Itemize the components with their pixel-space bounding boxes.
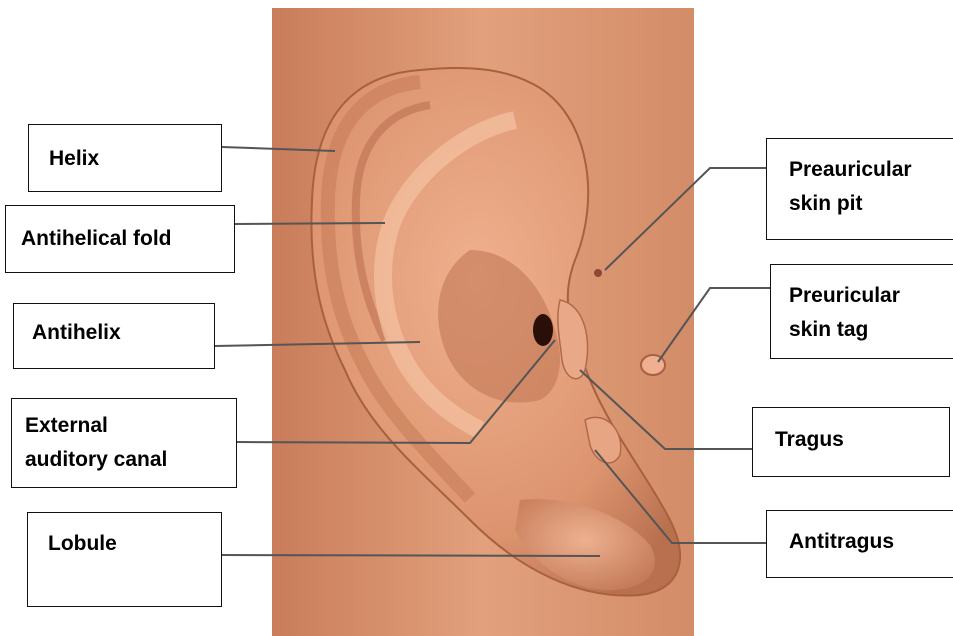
leader-antihelical-fold [235, 223, 385, 224]
label-antihelical-fold: Antihelical fold [5, 205, 235, 273]
label-preauricular-skin-tag: Preuricular skin tag [770, 264, 953, 359]
preauricular-pit [594, 269, 602, 277]
canal-opening [533, 314, 553, 346]
label-antitragus: Antitragus [766, 510, 953, 578]
label-external-auditory-canal: External auditory canal [11, 398, 237, 488]
label-preauricular-skin-pit: Preauricular skin pit [766, 138, 953, 240]
label-lobule: Lobule [27, 512, 222, 607]
leader-lobule [222, 555, 600, 556]
label-helix: Helix [28, 124, 222, 192]
label-antihelix: Antihelix [13, 303, 215, 369]
label-tragus: Tragus [752, 407, 950, 477]
